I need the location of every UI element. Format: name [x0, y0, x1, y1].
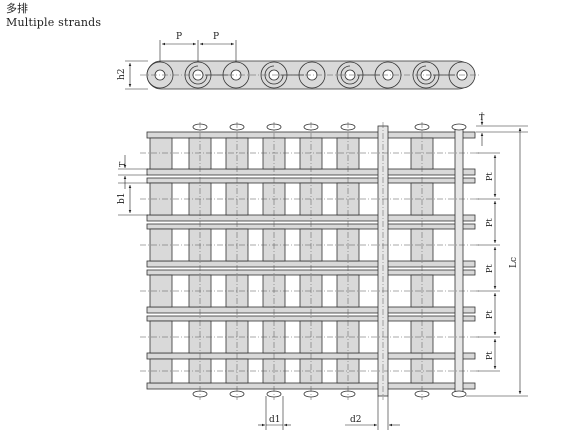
- label-d1: d1: [269, 415, 281, 425]
- label-t-top: T: [479, 113, 485, 122]
- caption-english: Multiple strands: [6, 16, 102, 29]
- pt-dimensions: [476, 152, 500, 372]
- label-pt-4: Pt: [485, 310, 494, 319]
- pitch-dimension: [159, 40, 237, 62]
- label-t-left: T: [118, 161, 127, 167]
- caption-chinese: 多排: [6, 2, 28, 15]
- side-view: [140, 60, 480, 90]
- label-d2: d2: [350, 415, 362, 425]
- t-left-dimension: [118, 155, 148, 216]
- h2-dimension: [125, 60, 148, 90]
- label-b1: b1: [117, 193, 127, 205]
- label-pt-1: Pt: [485, 172, 494, 181]
- label-pt-3: Pt: [485, 264, 494, 273]
- d2-dimension: [345, 396, 400, 430]
- label-h2: h2: [117, 68, 127, 80]
- lc-dimension: [466, 128, 528, 397]
- d1-dimension: [258, 396, 291, 430]
- label-pt-5: Pt: [485, 351, 494, 360]
- top-view: [140, 122, 480, 400]
- label-p-right: P: [213, 32, 219, 42]
- label-lc: Lc: [509, 257, 519, 268]
- label-p-left: P: [176, 32, 182, 42]
- label-pt-2: Pt: [485, 218, 494, 227]
